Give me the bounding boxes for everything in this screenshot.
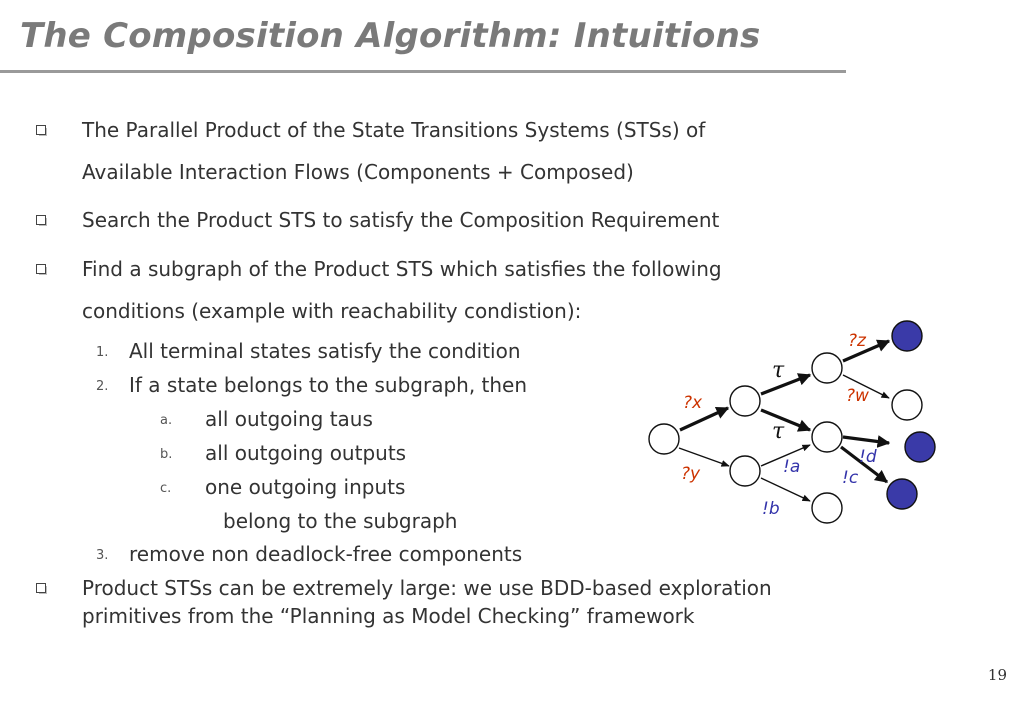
label-w: ?w bbox=[846, 386, 869, 406]
bullet-4-line-1: Product STSs can be extremely large: we … bbox=[82, 576, 772, 600]
subcondition-c-text: one outgoing inputs bbox=[205, 475, 406, 499]
label-d: !d bbox=[859, 447, 877, 467]
state-node-filled bbox=[904, 431, 936, 463]
bullet-square-icon bbox=[36, 215, 47, 226]
label-y: ?y bbox=[681, 464, 701, 484]
edge-d bbox=[842, 435, 891, 448]
subcondition-b-letter: b. bbox=[160, 447, 173, 462]
edge-w bbox=[842, 374, 890, 399]
bullet-3-line-1: Find a subgraph of the Product STS which… bbox=[82, 257, 722, 281]
label-a: !a bbox=[783, 457, 800, 477]
state-node bbox=[891, 389, 923, 421]
bullet-1-line-2: Available Interaction Flows (Components … bbox=[82, 160, 634, 184]
subcondition-c-letter: c. bbox=[160, 481, 172, 496]
condition-1-number: 1. bbox=[96, 345, 109, 360]
edge-x bbox=[679, 406, 730, 432]
label-b: !b bbox=[762, 499, 780, 519]
bullet-square-icon bbox=[36, 264, 47, 275]
bullet-2-line-1: Search the Product STS to satisfy the Co… bbox=[82, 208, 720, 232]
label-z: ?z bbox=[848, 331, 867, 351]
condition-2-text: If a state belongs to the subgraph, then bbox=[129, 373, 528, 397]
label-c: !c bbox=[842, 468, 859, 488]
state-node bbox=[729, 385, 761, 417]
edge-y bbox=[678, 447, 730, 467]
state-node bbox=[729, 455, 761, 487]
state-node bbox=[648, 423, 680, 455]
condition-3-text: remove non deadlock-free components bbox=[129, 542, 523, 566]
bullet-3-line-2: conditions (example with reachability co… bbox=[82, 299, 582, 323]
page-number: 19 bbox=[987, 666, 1007, 684]
title-underline bbox=[0, 70, 846, 73]
subcondition-a-letter: a. bbox=[160, 413, 173, 428]
edge-tau2 bbox=[760, 408, 812, 432]
state-node-filled bbox=[886, 478, 918, 510]
subcondition-a-text: all outgoing taus bbox=[205, 407, 373, 431]
bullet-square-icon bbox=[36, 125, 47, 136]
bullet-1-line-1: The Parallel Product of the State Transi… bbox=[82, 118, 706, 142]
state-node bbox=[811, 421, 843, 453]
edge-a bbox=[760, 444, 811, 467]
label-x: ?x bbox=[683, 393, 703, 413]
subcondition-tail-text: belong to the subgraph bbox=[223, 509, 458, 533]
condition-2-number: 2. bbox=[96, 379, 109, 394]
condition-1-text: All terminal states satisfy the conditio… bbox=[129, 339, 521, 363]
label-tau-1: τ bbox=[772, 358, 785, 383]
subcondition-b-text: all outgoing outputs bbox=[205, 441, 407, 465]
label-tau-2: τ bbox=[772, 419, 785, 444]
edge-z bbox=[842, 339, 891, 363]
edge-tau1 bbox=[760, 373, 812, 396]
condition-3-number: 3. bbox=[96, 548, 109, 563]
bullet-square-icon bbox=[36, 583, 47, 594]
edge-b bbox=[760, 477, 811, 502]
bullet-4-line-2: primitives from the “Planning as Model C… bbox=[82, 604, 695, 628]
state-node-filled bbox=[891, 320, 923, 352]
state-node bbox=[811, 352, 843, 384]
state-node bbox=[811, 492, 843, 524]
edge-c bbox=[840, 445, 889, 484]
slide-title: The Composition Algorithm: Intuitions bbox=[20, 16, 761, 56]
